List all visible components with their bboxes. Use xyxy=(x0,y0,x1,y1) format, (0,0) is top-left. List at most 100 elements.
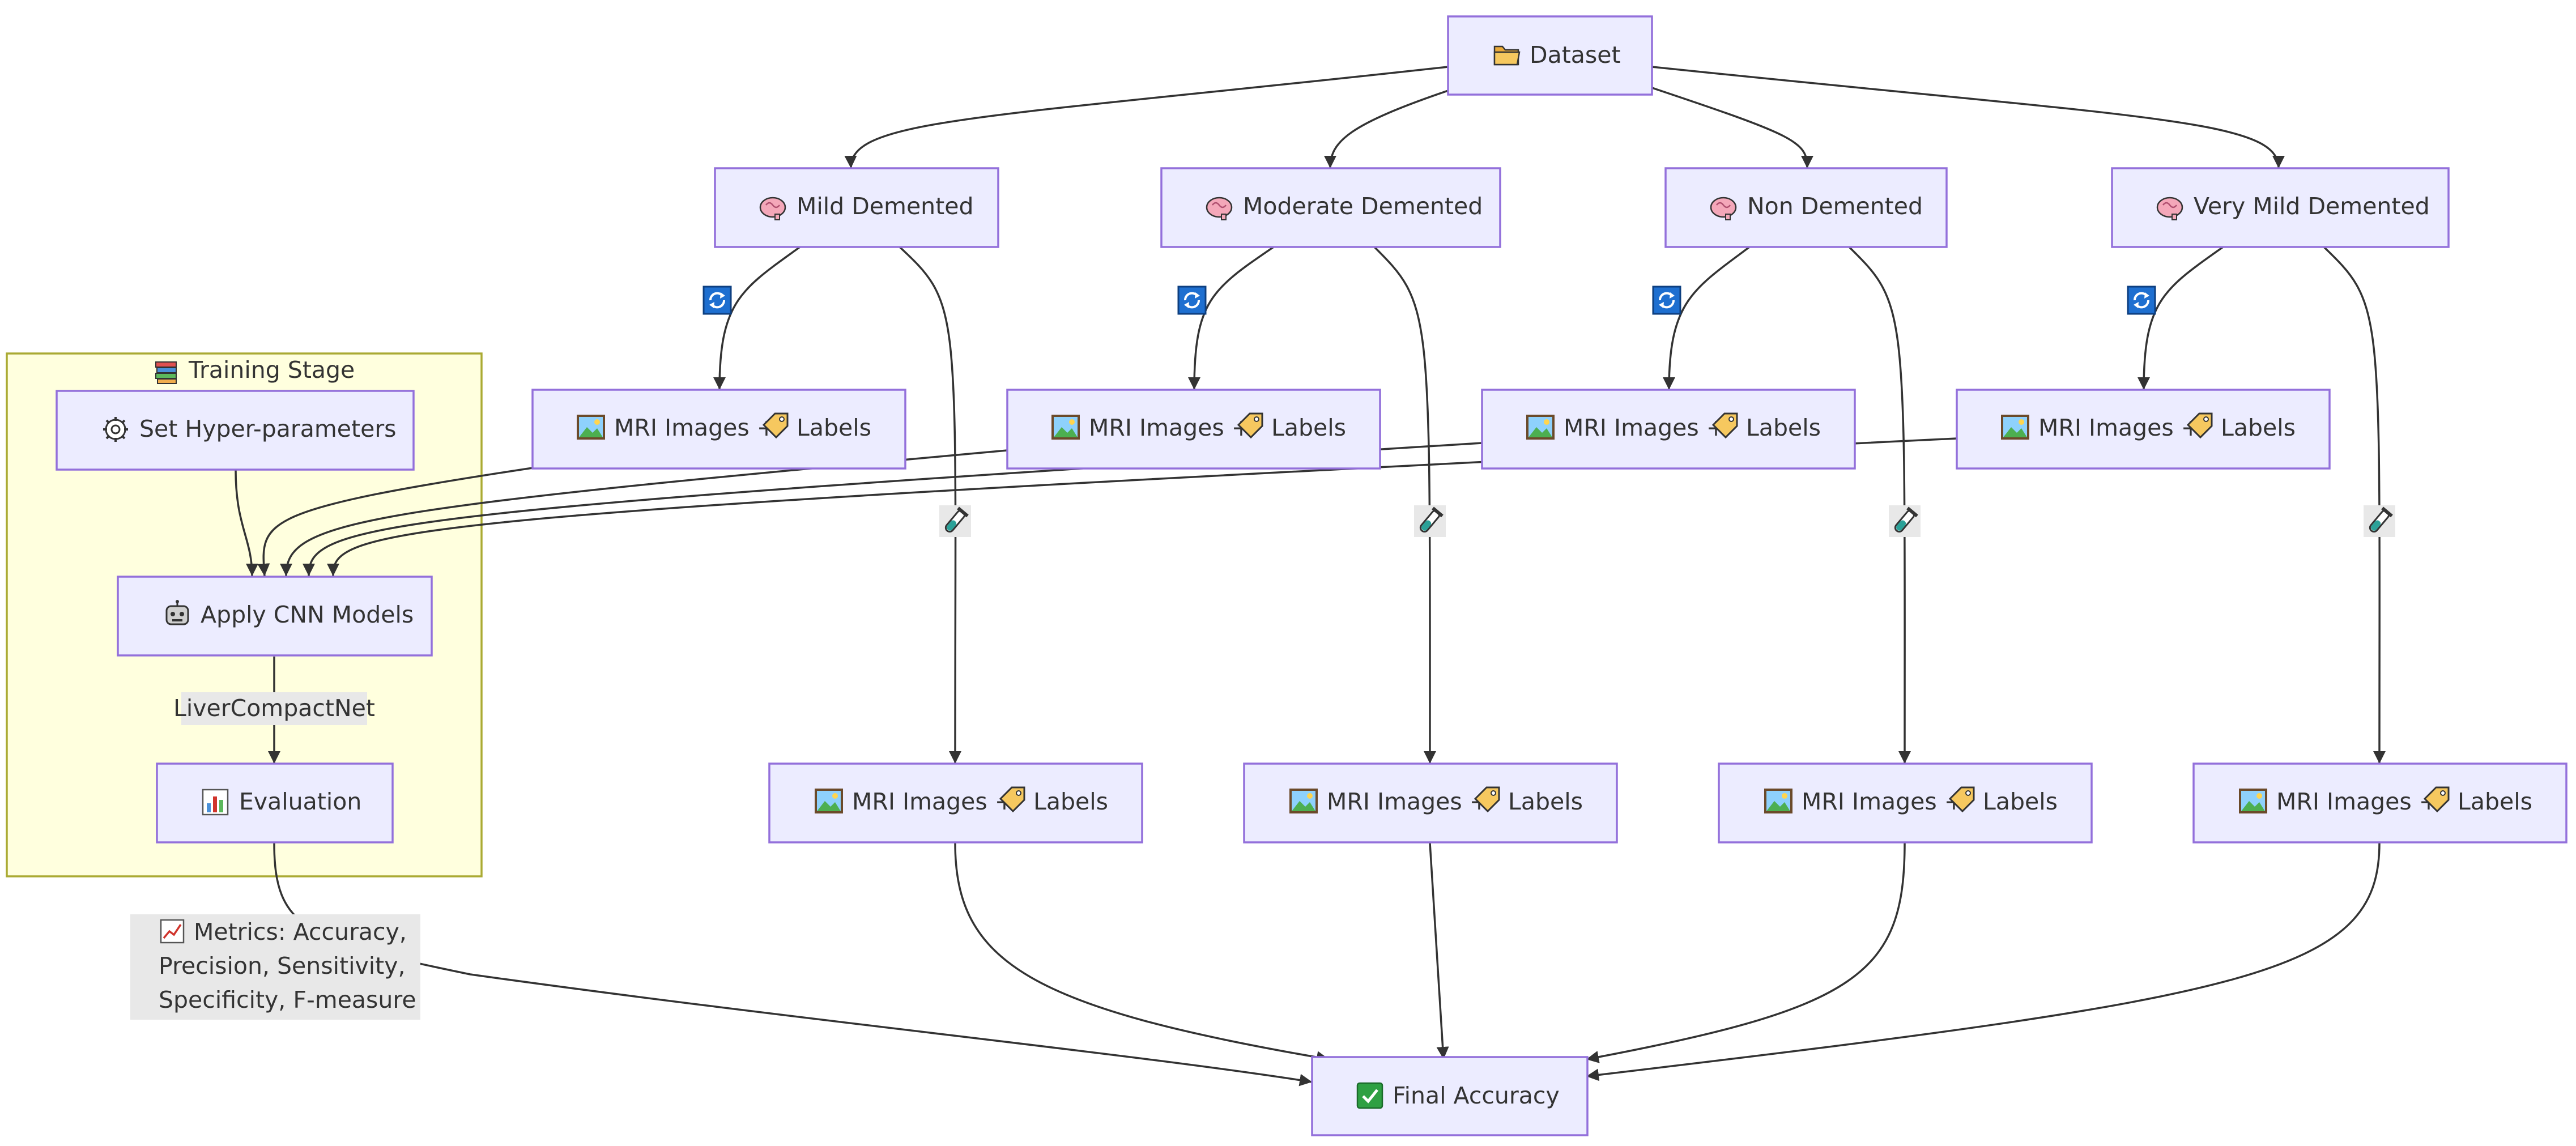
bar-chart-icon xyxy=(202,789,229,816)
label-tag-icon xyxy=(1237,412,1263,439)
label-tag-icon xyxy=(2423,786,2450,813)
non-demented-node: Non Demented xyxy=(1664,167,1948,248)
books-icon xyxy=(155,361,177,384)
test-tube-icon xyxy=(939,505,971,537)
test-mri-prefix: MRI Images + xyxy=(852,788,1014,815)
metrics-edge-label: Metrics: Accuracy, Precision, Sensitivit… xyxy=(130,914,420,1020)
mild-demented-node: Mild Demented xyxy=(714,167,999,248)
edge-mild-test xyxy=(899,246,962,764)
test-tube-icon xyxy=(1889,505,1921,537)
label-tag-icon xyxy=(762,412,789,439)
picture-icon xyxy=(1289,789,1318,813)
cluster-title: Training Stage xyxy=(188,356,355,384)
set-hyper-parameters-node: Set Hyper-parameters xyxy=(56,390,415,471)
apply-cnn-models-node: Apply CNN Models xyxy=(117,576,433,657)
final-accuracy-node: Final Accuracy xyxy=(1311,1056,1589,1136)
picture-icon xyxy=(1526,415,1555,440)
picture-icon xyxy=(815,789,843,813)
train-mri-prefix: MRI Images + xyxy=(2038,414,2200,441)
edge-test3-final xyxy=(1586,842,1906,1063)
brain-icon xyxy=(2156,197,2183,220)
very-mild-demented-label: Very Mild Demented xyxy=(2194,193,2430,220)
mild-demented-label: Mild Demented xyxy=(797,193,974,220)
test-mri-suffix: Labels xyxy=(1983,788,2058,815)
folder-icon xyxy=(1493,45,1521,66)
split-labels xyxy=(702,286,2156,315)
edge-train3-cnn xyxy=(303,442,1483,577)
edge-dataset-non xyxy=(1651,87,1813,169)
picture-icon xyxy=(1051,415,1080,440)
edge-hyper-cnn xyxy=(235,470,258,577)
refresh-icon xyxy=(702,286,732,315)
refresh-icon xyxy=(1177,286,1207,315)
picture-icon xyxy=(1764,789,1792,813)
dataset-node: Dataset xyxy=(1447,15,1653,96)
label-tag-icon xyxy=(1711,412,1738,439)
final-accuracy-label: Final Accuracy xyxy=(1393,1082,1560,1109)
edge-test2-final xyxy=(1429,842,1449,1060)
label-tag-icon xyxy=(1474,786,1500,813)
test-mri-prefix: MRI Images + xyxy=(1802,788,1964,815)
non-demented-label: Non Demented xyxy=(1747,193,1923,220)
test-tube-icon xyxy=(2364,505,2395,537)
chart-increasing-icon xyxy=(160,919,185,944)
refresh-icon xyxy=(1652,286,1681,315)
edge-train2-cnn xyxy=(280,449,1008,577)
picture-icon xyxy=(577,415,605,440)
edges xyxy=(235,66,2386,1087)
edge-verymild-test xyxy=(2323,246,2386,764)
edge-mild-train xyxy=(713,246,801,390)
label-tag-icon xyxy=(1948,786,1975,813)
test-mri-suffix: Labels xyxy=(1508,788,1583,815)
label-tag-icon xyxy=(2186,412,2213,439)
edge-test4-final xyxy=(1586,842,2381,1081)
dataset-label: Dataset xyxy=(1530,41,1621,69)
train-mri-node-mild: MRI Images + Labels xyxy=(531,389,906,470)
train-mri-prefix: MRI Images + xyxy=(614,414,776,441)
train-mri-node-non: MRI Images + Labels xyxy=(1481,389,1856,470)
edge-train1-cnn xyxy=(257,467,533,577)
brain-icon xyxy=(1206,197,1233,220)
edge-test1-final xyxy=(954,842,1330,1064)
test-mri-prefix: MRI Images + xyxy=(1327,788,1489,815)
test-mri-suffix: Labels xyxy=(2458,788,2532,815)
label-tag-icon xyxy=(999,786,1025,813)
edge-non-test xyxy=(1848,246,1911,764)
test-mri-node-mild: MRI Images + Labels xyxy=(768,762,1143,843)
train-mri-suffix: Labels xyxy=(1746,414,1821,441)
edge-label-model: LiverCompactNet xyxy=(173,695,375,722)
train-mri-prefix: MRI Images + xyxy=(1089,414,1251,441)
cnn-evaluation-edge-label: LiverCompactNet xyxy=(173,692,375,725)
brain-icon xyxy=(759,197,786,220)
train-mri-suffix: Labels xyxy=(1271,414,1346,441)
edge-moderate-test xyxy=(1373,246,1437,764)
train-mri-suffix: Labels xyxy=(2221,414,2296,441)
test-mri-prefix: MRI Images + xyxy=(2276,788,2438,815)
test-mri-node-verymild: MRI Images + Labels xyxy=(2192,762,2568,843)
check-mark-icon xyxy=(1356,1082,1383,1109)
evaluation-node: Evaluation xyxy=(156,762,394,843)
test-mri-node-non: MRI Images + Labels xyxy=(1718,762,2093,843)
edge-train4-cnn xyxy=(327,437,1957,577)
train-mri-node-moderate: MRI Images + Labels xyxy=(1006,389,1381,470)
edge-dataset-mild xyxy=(844,66,1449,169)
apply-cnn-models-label: Apply CNN Models xyxy=(201,601,414,628)
evaluation-label: Evaluation xyxy=(239,788,361,815)
very-mild-demented-node: Very Mild Demented xyxy=(2111,167,2450,248)
edge-non-train xyxy=(1663,246,1751,390)
edge-evaluation-final xyxy=(273,842,1313,1087)
edge-dataset-moderate xyxy=(1324,90,1449,169)
metrics-line-1: Metrics: Accuracy, xyxy=(194,918,407,945)
refresh-icon xyxy=(2127,286,2156,315)
brain-icon xyxy=(1710,197,1737,220)
set-hyper-parameters-label: Set Hyper-parameters xyxy=(139,415,397,442)
test-mri-suffix: Labels xyxy=(1033,788,1108,815)
picture-icon xyxy=(2001,415,2029,440)
metrics-line-3: Specificity, F-measure xyxy=(159,986,416,1013)
moderate-demented-node: Moderate Demented xyxy=(1160,167,1501,248)
train-mri-prefix: MRI Images + xyxy=(1564,414,1726,441)
edge-verymild-train xyxy=(2138,246,2224,390)
train-mri-suffix: Labels xyxy=(797,414,871,441)
gear-icon xyxy=(103,417,128,442)
